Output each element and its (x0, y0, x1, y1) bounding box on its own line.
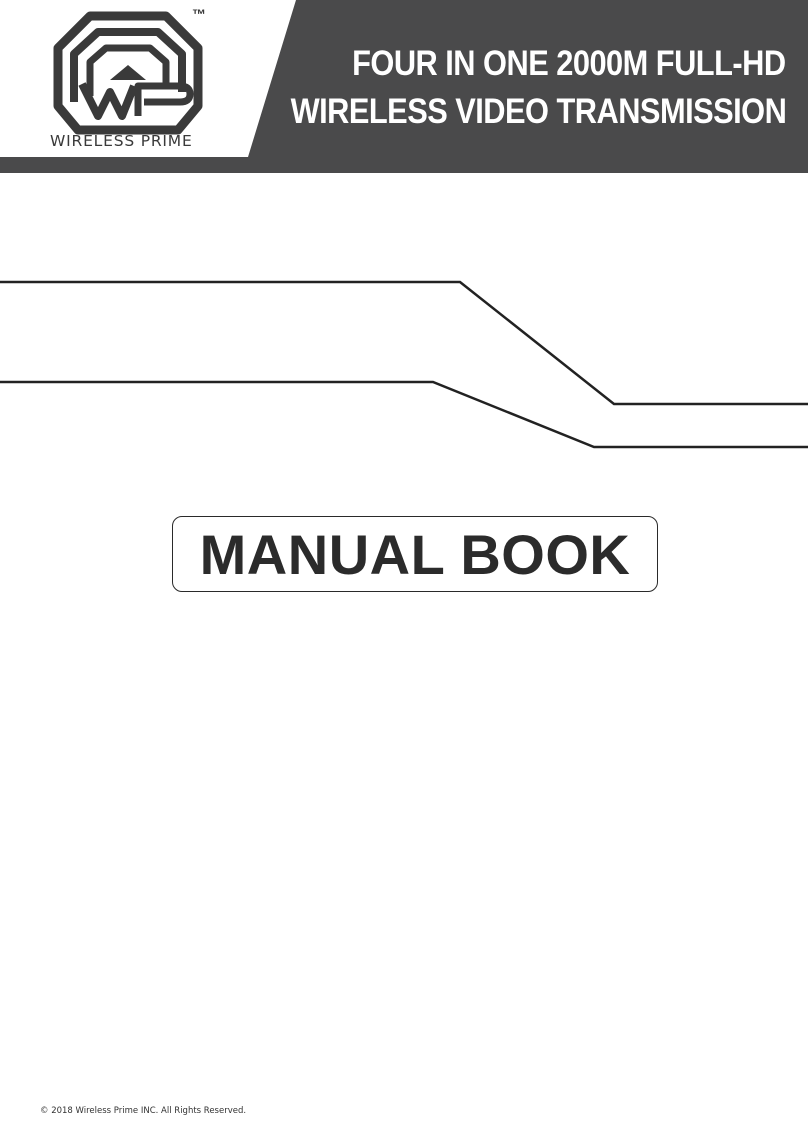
copyright-notice: © 2018 Wireless Prime INC. All Rights Re… (40, 1106, 247, 1116)
manual-title-box: MANUAL BOOK (172, 516, 658, 592)
product-title-line-1: FOUR IN ONE 2000M FULL-HD (352, 44, 787, 83)
decorative-line-upper (0, 280, 808, 406)
manual-title: MANUAL BOOK (199, 522, 631, 586)
header-band-shape (0, 0, 808, 173)
decorative-line-lower (0, 380, 808, 449)
product-title-line-2: WIRELESS VIDEO TRANSMISSION (290, 92, 786, 131)
header-band (0, 0, 808, 173)
wireless-prime-logo-icon (48, 10, 208, 155)
logo-wordmark: WIRELESS PRIME (50, 132, 193, 150)
trademark-symbol: ™ (192, 6, 206, 22)
